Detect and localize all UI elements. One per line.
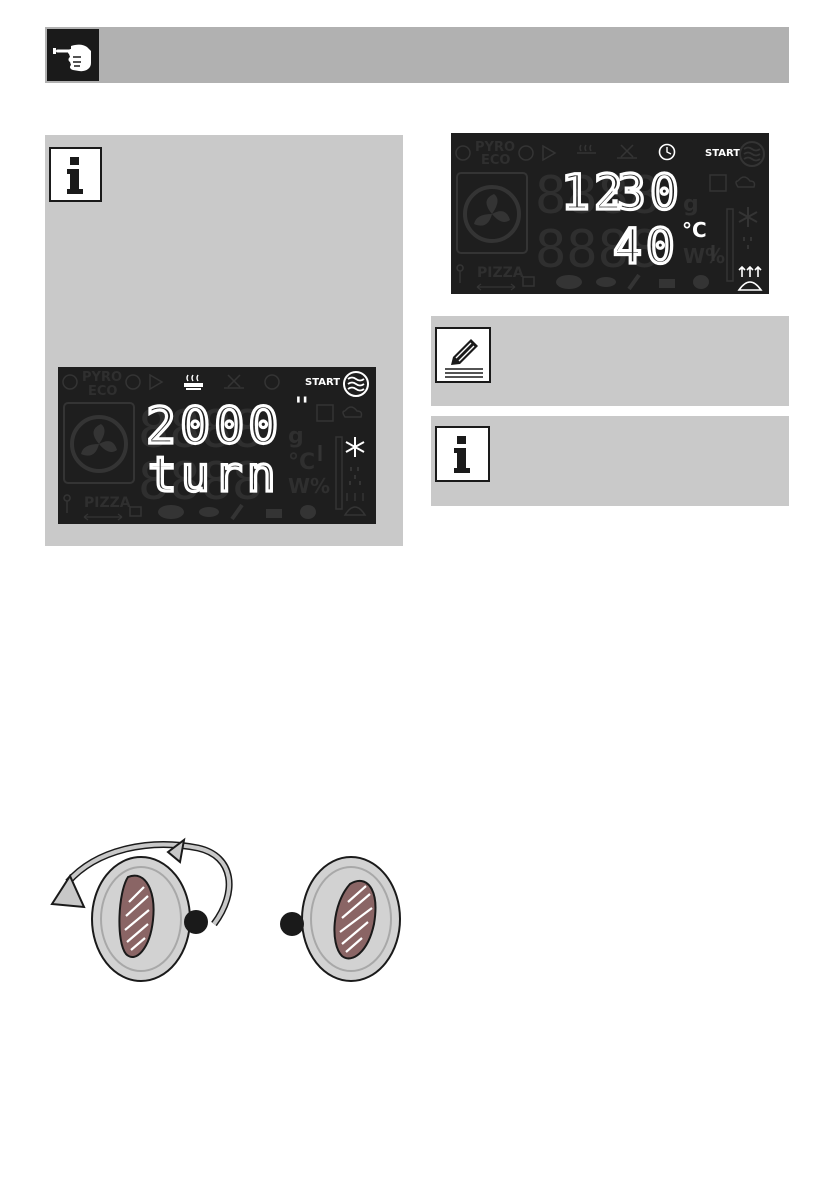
info-icon <box>49 147 102 202</box>
snowflake-icon <box>738 207 758 227</box>
pyro-label: PYRO <box>82 370 122 385</box>
s-symbol-icon <box>518 145 534 161</box>
unit-gram: g <box>288 424 304 449</box>
defrost-off-icon <box>224 374 244 389</box>
level-bar <box>335 436 343 510</box>
fan-oven-icon <box>63 402 135 484</box>
time-colon: : <box>609 178 621 213</box>
cloud-steam-icon <box>342 406 363 418</box>
steam-dish-icon <box>577 144 596 154</box>
meat-icon <box>158 505 184 519</box>
pointing-hand-icon <box>47 29 99 81</box>
start-label: START <box>705 148 740 159</box>
fan-oven-icon <box>456 172 528 254</box>
info-panel-2 <box>431 416 789 506</box>
ghost-digits-top: 8888 <box>535 166 660 226</box>
snowflake-icon-lit <box>345 437 365 457</box>
pizza-arrow-icon <box>476 283 516 291</box>
level-bar <box>726 208 734 282</box>
eco-label: ECO <box>88 384 117 399</box>
e-symbol-icon <box>62 374 78 390</box>
pizza-label: PIZZA <box>477 265 524 281</box>
secondary-text: turn <box>148 447 280 503</box>
fish-icon <box>596 277 616 287</box>
defrost-off-icon <box>617 144 637 159</box>
play-icon <box>149 373 164 391</box>
clock-icon <box>264 374 280 390</box>
s-symbol-icon <box>125 374 141 390</box>
unit-power: W% <box>288 474 330 498</box>
cloud-steam-icon <box>735 176 756 188</box>
pizza-arrow-icon <box>83 513 123 521</box>
info-icon <box>435 426 490 482</box>
unit-power: W% <box>683 244 725 268</box>
proving-icon-lit <box>737 265 763 291</box>
knob-left <box>91 856 208 982</box>
probe-icon <box>63 494 71 513</box>
ghost-digits-bottom: 8888 <box>138 452 263 512</box>
vegetable-icon <box>627 273 641 291</box>
start-waves-icon-lit <box>343 371 369 397</box>
pizza-label: PIZZA <box>84 495 131 511</box>
drops-icon <box>743 237 752 249</box>
grill-icon <box>709 174 727 192</box>
start-label: START <box>305 377 340 388</box>
steam-dish-icon-lit <box>184 374 203 390</box>
ghost-digits-top: 8888 <box>138 400 263 460</box>
time-minutes: 30 <box>617 165 683 221</box>
drops-icon <box>349 467 361 485</box>
poultry-icon <box>693 275 709 289</box>
probe-icon <box>456 264 464 283</box>
unit-celsius: °C <box>288 450 315 475</box>
vegetable-icon <box>230 503 244 521</box>
fish-icon <box>199 507 219 517</box>
grill-icon <box>316 404 334 422</box>
oven-display-start: PYRO ECO START 8888 8888 2000 '' turn g <box>58 367 376 524</box>
time-hours: 12 <box>561 165 627 221</box>
lock-icon <box>522 276 535 287</box>
play-icon <box>542 144 557 162</box>
eco-label: ECO <box>481 153 510 168</box>
ghost-digits-bottom: 8888 <box>535 220 660 280</box>
e-symbol-icon <box>455 145 471 161</box>
meat-icon <box>556 275 582 289</box>
cake-icon <box>659 279 675 288</box>
start-waves-icon <box>739 141 765 167</box>
knob-position-dot <box>280 912 304 936</box>
knob-position-dot <box>184 910 208 934</box>
pencil-note-icon <box>435 327 491 383</box>
main-digits: 2000 <box>146 397 282 455</box>
poultry-icon <box>300 505 316 519</box>
section-header-bar <box>45 27 789 83</box>
knob-right <box>280 856 401 982</box>
temperature-unit: °C <box>682 218 707 242</box>
temperature-value: 40 <box>613 219 679 275</box>
cake-icon <box>266 509 282 518</box>
knob-rotation-illustration <box>38 832 408 994</box>
oven-display-clock: PYRO ECO START 8888 8888 12 : 30 40 °C g… <box>451 133 769 294</box>
minute-mark: '' <box>295 394 308 419</box>
unit-gram: g <box>683 192 699 217</box>
clock-icon-lit <box>658 143 676 161</box>
lock-icon <box>129 506 142 517</box>
rotation-arrow-icon <box>50 837 233 927</box>
proving-icon <box>343 493 367 516</box>
pyro-label: PYRO <box>475 140 515 155</box>
